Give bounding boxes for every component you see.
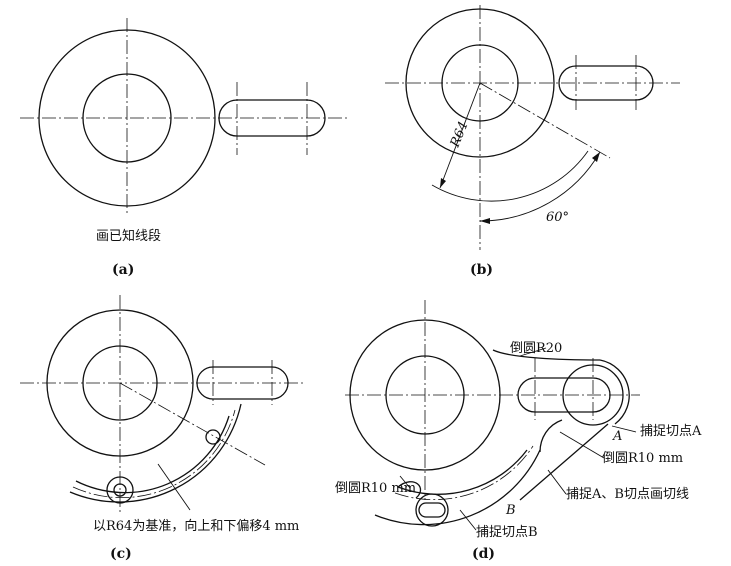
small-circle-outer (106, 476, 134, 504)
base-arc (394, 445, 534, 500)
panel-c-note: 以R64为基准，向上和下偏移4 mm (93, 518, 299, 534)
radius-arrow-head (440, 178, 446, 188)
inner-circle (441, 44, 519, 122)
fillet-r10-right-label: 倒圆R10 mm (602, 451, 683, 466)
point-b-label: B (505, 503, 516, 518)
panel-c: 以R64为基准，向上和下偏移4 mm (c) (20, 295, 305, 562)
r64-arc (431, 150, 589, 202)
boss-circle (562, 364, 624, 426)
fillet-r20-label: 倒圆R20 (510, 341, 562, 356)
fillet-r10-left (397, 481, 422, 499)
panel-a-caption: (a) (112, 262, 134, 278)
outer-circle (405, 8, 555, 158)
outer-circle (349, 319, 501, 471)
end-slot-small (418, 502, 446, 518)
leader-a (611, 425, 637, 433)
outer-circle (46, 309, 194, 457)
tangent-a-label: 捕捉切点A (640, 423, 702, 439)
panel-a-note: 画已知线段 (96, 228, 161, 244)
end-circle-outer (415, 493, 449, 527)
outer-circle (38, 29, 216, 207)
base-arc-r64 (72, 409, 236, 498)
radius-label: R64 (447, 119, 471, 150)
leader-r20 (519, 347, 547, 357)
angle-arrow-left (480, 218, 490, 224)
angle-dimension-arc (479, 151, 601, 222)
tangent-b-label: 捕捉切点B (476, 524, 538, 540)
angle-construction-line (119, 382, 266, 466)
panel-d: 倒圆R20 捕捉切点A A 倒圆R10 mm 捕捉A、B切点画切线 倒圆R10 … (335, 300, 702, 562)
tangent-line (519, 423, 609, 501)
small-circle-inner (113, 483, 127, 497)
boss-outer-arc (599, 359, 630, 425)
fillet-r10-right (539, 419, 563, 453)
panel-a: 画已知线段 (a) (20, 18, 350, 278)
inner-arc (397, 449, 528, 495)
small-circle-right (205, 429, 221, 445)
outer-arc (374, 449, 541, 526)
angle-construction-line (479, 82, 611, 159)
inner-circle (82, 73, 172, 163)
leader-tangent (547, 469, 567, 495)
point-a-label: A (612, 429, 622, 444)
inner-circle (82, 345, 158, 421)
leader-b (459, 509, 477, 531)
panel-b: R64 60° (b) (385, 5, 680, 278)
tangent-line-label: 捕捉A、B切点画切线 (566, 486, 689, 502)
offset-arc-inner (75, 415, 230, 494)
angle-arrow-right (592, 152, 600, 162)
leader-r10-left (399, 475, 411, 489)
slot-outline (558, 65, 654, 101)
leader-r10-right (559, 431, 605, 459)
slot-outline (517, 377, 611, 413)
panel-b-caption: (b) (470, 262, 493, 278)
fillet-r20-curve (492, 349, 601, 361)
panel-c-caption: (c) (110, 546, 132, 562)
offset-arc-outer (69, 403, 242, 503)
inner-circle (385, 355, 465, 435)
radius-dimension-line (439, 82, 481, 189)
slot-outline (218, 99, 326, 137)
panel-d-caption: (d) (472, 546, 495, 562)
leader-line (157, 463, 191, 511)
slot-outline (196, 366, 289, 400)
angle-label: 60° (546, 210, 569, 225)
fillet-r10-left-label: 倒圆R10 mm (335, 481, 416, 496)
